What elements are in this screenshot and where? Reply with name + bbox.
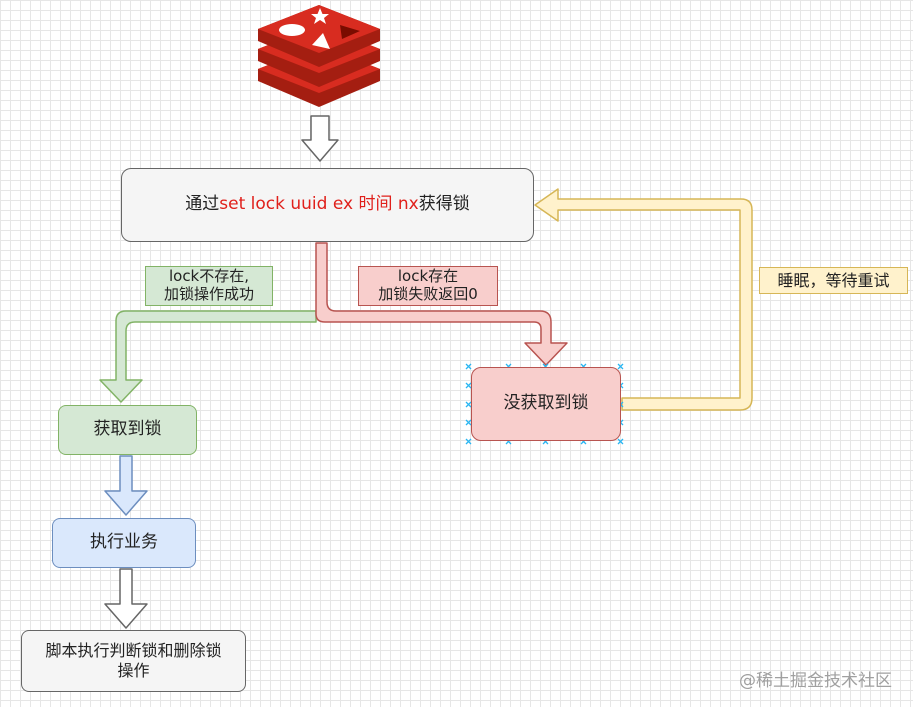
arrow-logo-to-acquire: [301, 115, 339, 162]
success-edge-label: lock不存在, 加锁操作成功: [145, 266, 273, 306]
got-lock-node[interactable]: 获取到锁: [58, 405, 197, 455]
not-got-lock-node[interactable]: 没获取到锁: [471, 367, 621, 441]
acquire-lock-suffix: 获得锁: [418, 194, 470, 215]
fail-label-line2: 加锁失败返回0: [378, 285, 478, 303]
release-lock-line1: 脚本执行判断锁和删除锁: [45, 641, 222, 660]
release-lock-line2: 操作: [117, 661, 150, 680]
execute-business-node[interactable]: 执行业务: [52, 518, 196, 568]
fail-edge-label: lock存在 加锁失败返回0: [358, 266, 498, 306]
acquire-lock-command: set lock uuid ex 时间 nx: [219, 194, 419, 215]
arrow-got-to-execute: [104, 455, 148, 516]
arrow-success-flow: [99, 310, 317, 403]
arrow-fail-flow: [315, 242, 568, 366]
retry-edge-label: 睡眠，等待重试: [759, 267, 908, 294]
acquire-lock-prefix: 通过: [185, 194, 220, 215]
arrow-retry-loop: [534, 188, 753, 411]
success-label-line2: 加锁操作成功: [163, 285, 254, 303]
fail-label-line1: lock存在: [397, 267, 459, 285]
release-lock-node[interactable]: 脚本执行判断锁和删除锁 操作: [21, 630, 246, 692]
watermark: @稀土掘金技术社区: [739, 671, 892, 691]
arrow-execute-to-release: [104, 568, 148, 629]
redis-logo-icon: [258, 5, 380, 107]
success-label-line1: lock不存在,: [168, 267, 250, 285]
